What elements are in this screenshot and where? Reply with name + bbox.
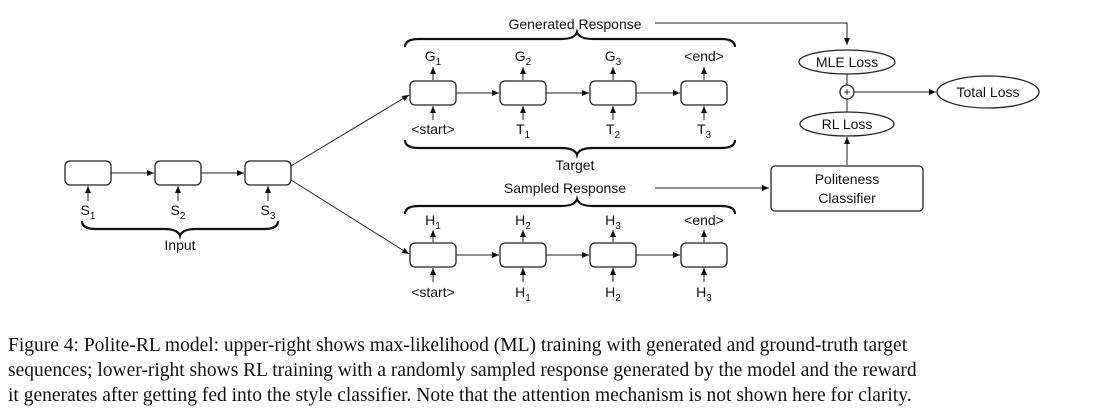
sampled-response-label: Sampled Response bbox=[504, 180, 626, 196]
classifier-label-line2: Classifier bbox=[818, 190, 876, 206]
lower-cell-1 bbox=[409, 242, 457, 268]
encoder-cell-2 bbox=[154, 160, 202, 186]
upper-cell-1 bbox=[409, 80, 457, 106]
generated-output-1: G1 bbox=[425, 48, 442, 68]
generated-output-2: G2 bbox=[515, 48, 532, 68]
target-input-2: T1 bbox=[516, 121, 531, 141]
plus-symbol: + bbox=[843, 85, 850, 99]
sampled-output-1: H1 bbox=[425, 212, 441, 232]
caption-line-2: sequences; lower-right shows RL training… bbox=[8, 360, 917, 381]
upper-cell-4 bbox=[680, 80, 728, 106]
sampled-input-1: <start> bbox=[411, 284, 455, 300]
loss-section: MLE Loss + Total Loss RL Loss Politeness… bbox=[655, 22, 1040, 212]
input-token-3: S3 bbox=[261, 202, 276, 222]
total-loss-label: Total Loss bbox=[956, 84, 1019, 100]
sampled-input-4: H3 bbox=[696, 284, 712, 304]
politeness-classifier-box bbox=[770, 165, 924, 212]
encoder-cell-3 bbox=[244, 160, 292, 186]
generated-output-4: <end> bbox=[684, 48, 724, 64]
input-label: Input bbox=[164, 237, 195, 253]
target-input-4: T3 bbox=[697, 121, 712, 141]
classifier-label-line1: Politeness bbox=[815, 171, 880, 187]
input-token-1: S1 bbox=[81, 202, 96, 222]
caption-line-3: it generates after getting fed into the … bbox=[8, 385, 912, 406]
sampled-brace bbox=[403, 195, 737, 215]
sampled-output-3: H3 bbox=[605, 212, 621, 232]
encoder: S1 S2 S3 Input bbox=[64, 160, 292, 253]
sampled-output-4: <end> bbox=[684, 212, 724, 228]
encoder-cell-1 bbox=[64, 160, 112, 186]
total-loss-node bbox=[936, 75, 1040, 109]
input-brace bbox=[80, 220, 280, 240]
sampled-input-3: H2 bbox=[605, 284, 621, 304]
generated-brace bbox=[403, 28, 737, 48]
lower-cell-2 bbox=[499, 242, 547, 268]
lower-cell-4 bbox=[680, 242, 728, 268]
branch-to-upper bbox=[290, 94, 410, 167]
target-brace bbox=[403, 139, 737, 159]
target-input-1: <start> bbox=[411, 121, 455, 137]
target-input-3: T2 bbox=[606, 121, 621, 141]
lower-decoder: Sampled Response H1 H2 H3 <end> <start> … bbox=[403, 180, 737, 304]
caption-line-1: Figure 4: Polite-RL model: upper-right s… bbox=[8, 335, 908, 356]
input-token-2: S2 bbox=[171, 202, 186, 222]
rl-loss-node bbox=[799, 111, 895, 137]
branch-to-lower bbox=[290, 179, 410, 255]
sampled-output-2: H2 bbox=[515, 212, 531, 232]
rl-loss-label: RL Loss bbox=[822, 116, 873, 132]
polite-rl-diagram: S1 S2 S3 Input Generated Response G1 G2 … bbox=[64, 16, 1040, 304]
sampled-input-2: H1 bbox=[515, 284, 531, 304]
generated-to-mle-arrow bbox=[655, 22, 850, 45]
upper-decoder: Generated Response G1 G2 G3 <end> <start… bbox=[403, 16, 737, 173]
upper-cell-3 bbox=[589, 80, 637, 106]
figure-caption: Figure 4: Polite-RL model: upper-right s… bbox=[8, 333, 1098, 408]
mle-loss-label: MLE Loss bbox=[816, 54, 878, 70]
target-label: Target bbox=[556, 157, 595, 173]
generated-response-label: Generated Response bbox=[508, 16, 641, 32]
upper-cell-2 bbox=[499, 80, 547, 106]
generated-output-3: G3 bbox=[605, 48, 622, 68]
lower-cell-3 bbox=[589, 242, 637, 268]
